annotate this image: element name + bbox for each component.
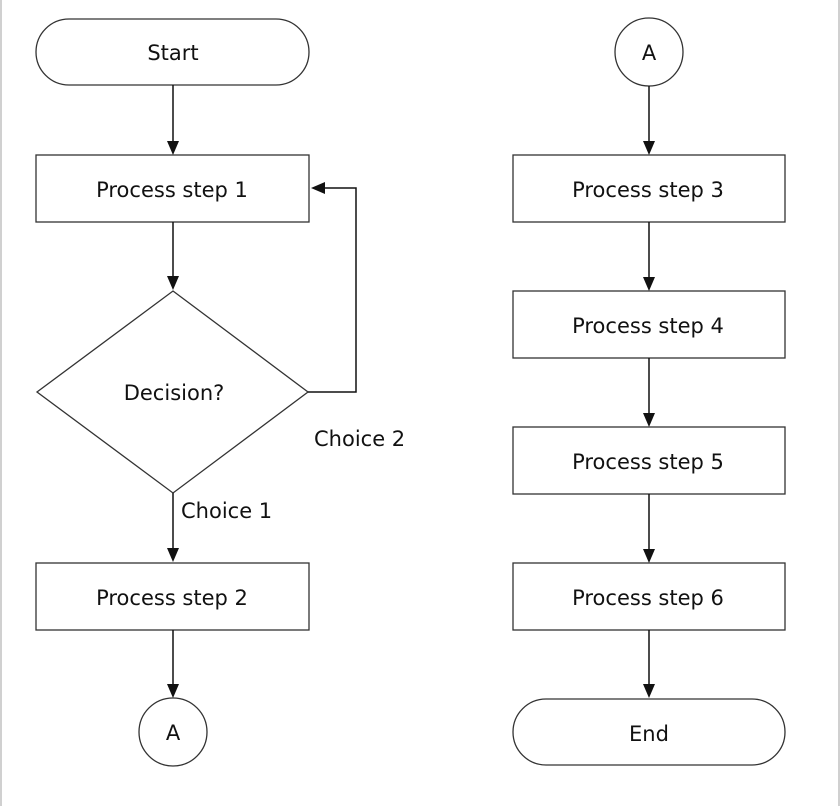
decision-label: Decision?	[124, 381, 225, 405]
end-terminator: End	[512, 698, 786, 766]
arrow-step4-to-step5	[643, 358, 655, 427]
end-label: End	[629, 722, 669, 746]
arrow-choice2-loop-back	[308, 182, 357, 393]
process-step-3-label: Process step 3	[572, 178, 724, 202]
start-label: Start	[147, 41, 198, 65]
arrow-step1-to-decision	[167, 222, 179, 290]
arrow-decision-to-step2	[167, 493, 179, 562]
process-step-2-label: Process step 2	[96, 586, 248, 610]
arrow-step6-to-end	[643, 630, 655, 698]
arrow-start-to-step1	[167, 85, 179, 155]
connector-a-out: A	[138, 697, 208, 767]
process-step-5-box: Process step 5	[512, 426, 786, 495]
process-step-4-label: Process step 4	[572, 314, 724, 338]
decision-diamond: Decision?	[35, 290, 310, 494]
connector-a-out-label: A	[166, 721, 181, 745]
choice-2-label: Choice 2	[314, 427, 405, 451]
process-step-4-box: Process step 4	[512, 290, 786, 359]
arrow-step5-to-step6	[643, 494, 655, 563]
connector-a-in: A	[614, 17, 684, 87]
choice-1-label: Choice 1	[181, 499, 272, 523]
process-step-1-label: Process step 1	[96, 178, 248, 202]
arrow-connector-to-step3	[643, 86, 655, 155]
process-step-3-box: Process step 3	[512, 154, 786, 223]
process-step-5-label: Process step 5	[572, 450, 724, 474]
start-terminator: Start	[35, 18, 310, 86]
arrow-step3-to-step4	[643, 222, 655, 291]
process-step-6-label: Process step 6	[572, 586, 724, 610]
process-step-6-box: Process step 6	[512, 562, 786, 631]
process-step-1-box: Process step 1	[35, 154, 310, 223]
connector-a-in-label: A	[642, 41, 657, 65]
arrow-step2-to-connector	[167, 630, 179, 698]
process-step-2-box: Process step 2	[35, 562, 310, 631]
